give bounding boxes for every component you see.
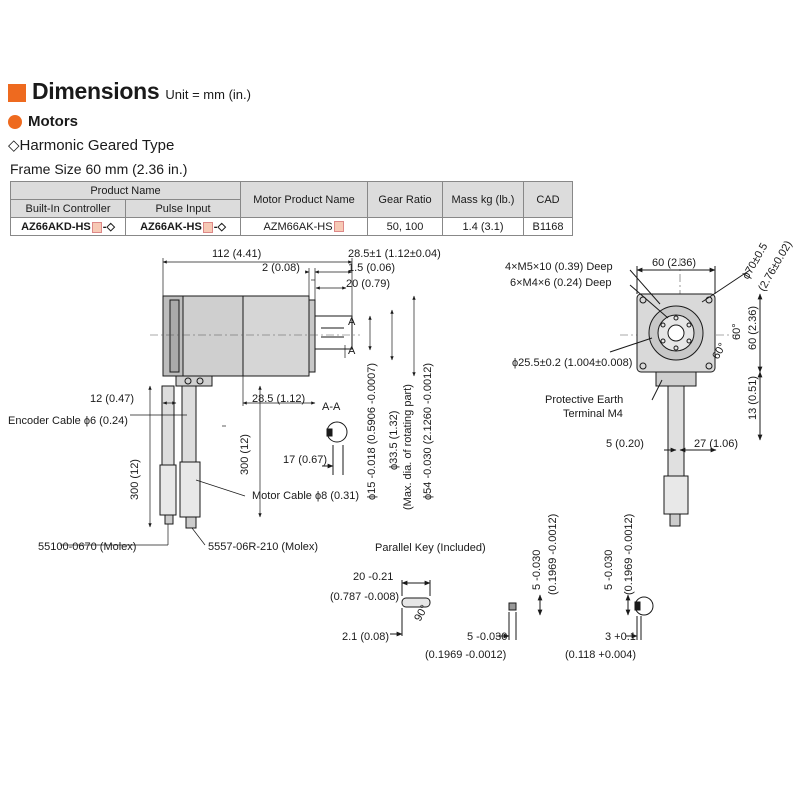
key-0196-b: (0.1969 -0.0012) xyxy=(547,514,559,595)
protective-earth-label: Protective Earth xyxy=(545,394,623,406)
dim-shaft-15: ϕ15 -0.018 (0.5906 -0.0007) xyxy=(366,363,378,500)
motors-label: Motors xyxy=(28,113,78,130)
key-5-a: 5 -0.030 xyxy=(467,631,507,643)
key-0196-a: (0.1969 -0.0012) xyxy=(425,649,506,661)
cell-pulse: AZ66AK-HS-◇ xyxy=(125,217,241,236)
key-0196-c: (0.1969 -0.0012) xyxy=(623,514,635,595)
angle-60-a: 60° xyxy=(731,323,743,340)
dimension-lines xyxy=(60,258,416,546)
max-dia-note: (Max. dia. of rotating part) xyxy=(402,384,414,510)
terminal-label: Terminal M4 xyxy=(563,408,623,420)
dim-17: 17 (0.67) xyxy=(283,454,327,466)
cell-motor: AZM66AK-HS xyxy=(240,217,368,236)
type-heading: ◇Harmonic Geared Type xyxy=(8,137,175,154)
dim-dia-25-5: ϕ25.5±0.2 (1.004±0.008) xyxy=(512,357,632,369)
th-mass: Mass kg (lb.) xyxy=(442,181,524,218)
dim-1-5: 1.5 (0.06) xyxy=(348,262,395,274)
dim-27: 27 (1.06) xyxy=(694,438,738,450)
dim-dia-33-5: ϕ33.5 (1.32) xyxy=(388,411,400,470)
orange-square-icon xyxy=(8,84,26,102)
dimensions-heading: Dimensions Unit = mm (in.) xyxy=(8,78,251,105)
parallel-key-title: Parallel Key (Included) xyxy=(375,542,486,554)
frame-size: Frame Size 60 mm (2.36 in.) xyxy=(10,161,188,177)
key-2-1: 2.1 (0.08) xyxy=(342,631,389,643)
th-builtin: Built-In Controller xyxy=(10,199,126,218)
key-20: 20 -0.21 xyxy=(353,571,393,583)
dim-60-vertical: 60 (2.36) xyxy=(747,306,759,350)
section-a-a xyxy=(322,421,348,475)
spec-table: Product Name Motor Product Name Gear Rat… xyxy=(10,181,573,236)
motor-front-view xyxy=(609,266,763,527)
th-cad: CAD xyxy=(523,181,573,218)
th-product-name: Product Name xyxy=(10,181,241,200)
key-0787: (0.787 -0.008) xyxy=(330,591,399,603)
holes-label-2: 6×M4×6 (0.24) Deep xyxy=(510,277,612,289)
dim-dia-54: ϕ54 -0.030 (2.1260 -0.0012) xyxy=(422,363,434,500)
cell-builtin: AZ66AKD-HS-◇ xyxy=(10,217,126,236)
section-mark-a2: A xyxy=(348,316,356,328)
dim-300-left: 300 (12) xyxy=(129,459,141,500)
dim-2: 2 (0.08) xyxy=(262,262,300,274)
encoder-cable-label: Encoder Cable ϕ6 (0.24) xyxy=(8,415,128,427)
holes-label-1: 4×M5×10 (0.39) Deep xyxy=(505,261,613,273)
key-3: 3 +0.1 xyxy=(605,631,636,643)
th-gear-ratio: Gear Ratio xyxy=(367,181,443,218)
dim-13: 13 (0.51) xyxy=(747,376,759,420)
dim-12: 12 (0.47) xyxy=(90,393,134,405)
parallel-keys xyxy=(390,580,654,640)
key-0118: (0.118 +0.004) xyxy=(565,649,636,661)
key-5-b: 5 -0.030 xyxy=(531,550,543,590)
dim-28-5-tol: 28.5±1 (1.12±0.04) xyxy=(348,248,441,260)
dim-5: 5 (0.20) xyxy=(606,438,644,450)
dim-300-right: 300 (12) xyxy=(239,434,251,475)
dim-20: 20 (0.79) xyxy=(346,278,390,290)
cell-mass: 1.4 (3.1) xyxy=(442,217,524,236)
connector-2-label: 5557-06R-210 (Molex) xyxy=(208,541,318,553)
orange-dot-icon xyxy=(8,114,22,129)
section-mark-a1: A xyxy=(348,345,356,357)
dim-112: 112 (4.41) xyxy=(212,248,261,260)
dimension-labels: 112 (4.41) 2 (0.08) 28.5±1 (1.12±0.04) 1… xyxy=(8,239,795,661)
connector-1-label: 55100-0670 (Molex) xyxy=(38,541,136,553)
cell-cad: B1168 xyxy=(523,217,573,236)
key-5-c: 5 -0.030 xyxy=(603,550,615,590)
unit-label: Unit = mm (in.) xyxy=(165,87,251,102)
dim-28-5: 28.5 (1.12) xyxy=(252,393,305,405)
dim-60-horizontal: 60 (2.36) xyxy=(652,257,696,269)
section-a-a-label: A-A xyxy=(322,401,341,413)
motor-side-view xyxy=(159,295,353,529)
motors-heading: Motors xyxy=(8,113,78,130)
motor-cable-label: Motor Cable ϕ8 (0.31) xyxy=(252,490,359,502)
page-title: Dimensions xyxy=(32,78,160,104)
cell-gear: 50, 100 xyxy=(367,217,443,236)
